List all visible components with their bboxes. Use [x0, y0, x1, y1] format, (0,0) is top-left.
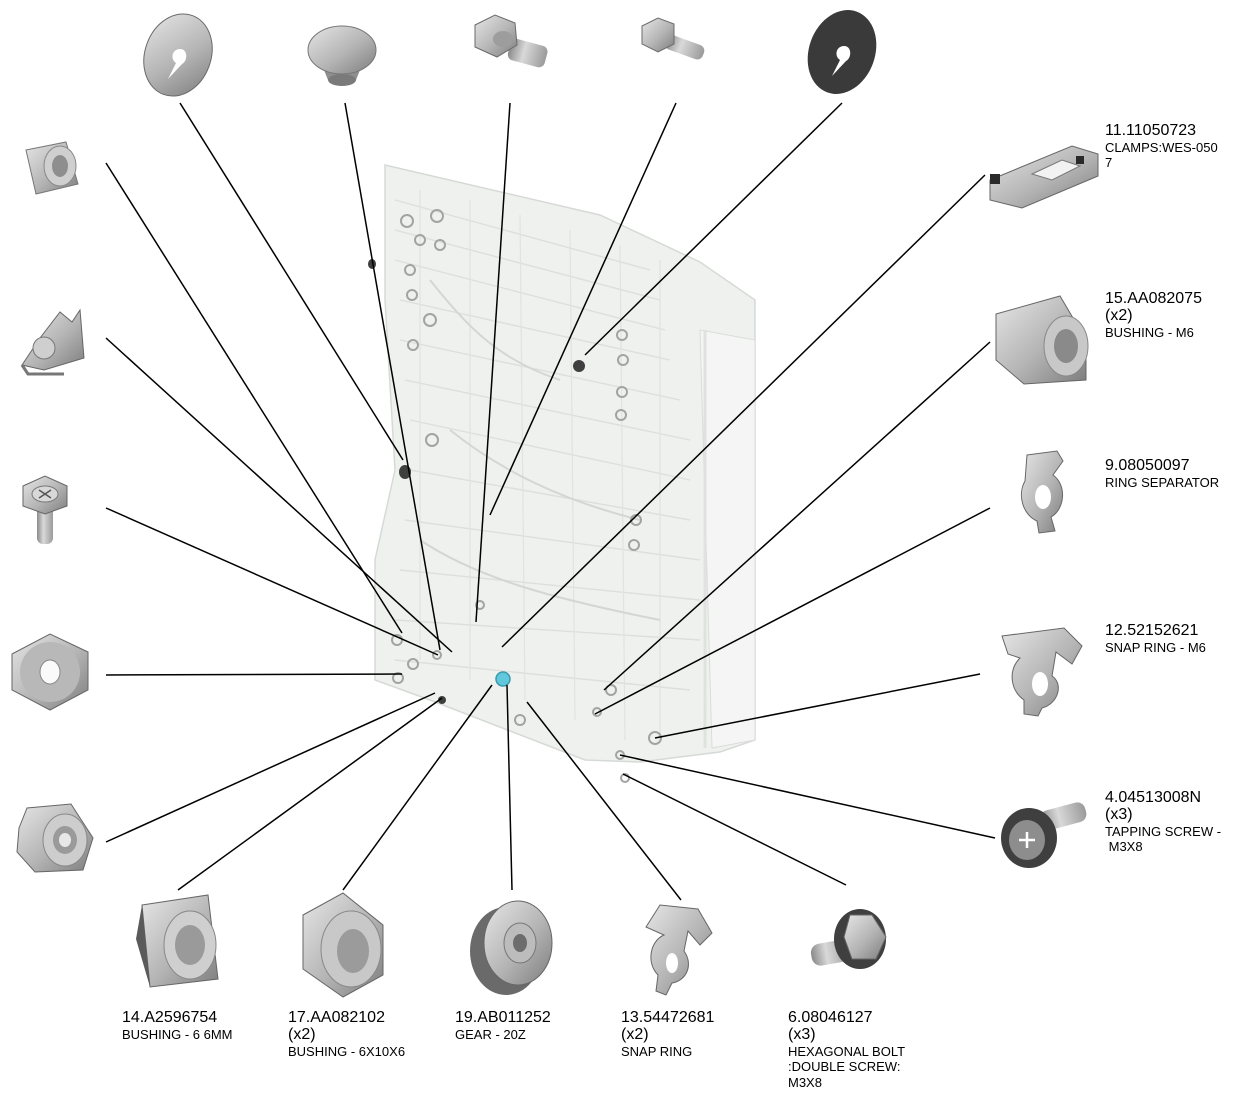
- gear-highlight: [495, 671, 511, 687]
- washer-dark-icon: [807, 10, 877, 94]
- part-number: 13.54472681: [621, 1009, 715, 1026]
- part-quantity: (x2): [621, 1025, 649, 1043]
- leader-lines: [105, 102, 996, 901]
- snap-ring-icon: [1001, 627, 1083, 717]
- gear-icon: [470, 900, 553, 995]
- slotted-bushing-icon: [11, 633, 89, 711]
- bushing-6mm-icon: [136, 894, 219, 988]
- part-number: 4.04513008N: [1105, 789, 1202, 806]
- part-description: BUSHING - 6 6MM: [122, 1026, 233, 1042]
- flanged-bushing-icon: [25, 141, 79, 195]
- part-description: RING SEPARATOR: [1105, 474, 1220, 490]
- washer-light-icon: [143, 13, 213, 97]
- callout-12: 12.52152621 SNAP RING - M6: [1105, 622, 1206, 655]
- bushing-6x10x6-icon: [302, 892, 384, 998]
- callout-13: 13.54472681 (x2) SNAP RING: [621, 1009, 715, 1059]
- part-description: BUSHING - 6X10X6: [288, 1043, 406, 1059]
- callout-6: 6.08046127 (x3) HEXAGONAL BOLT :DOUBLE S…: [788, 1009, 906, 1090]
- part-description: CLAMPS:WES-050 7: [1105, 139, 1218, 171]
- keyed-bushing-icon: [16, 803, 94, 873]
- snap-ring-small-icon: [645, 904, 713, 996]
- hex-bolt-icon: [810, 909, 887, 969]
- part-number: 14.A2596754: [122, 1009, 218, 1026]
- callout-14: 14.A2596754 BUSHING - 6 6MM: [122, 1009, 233, 1042]
- ring-separator-icon: [1021, 450, 1064, 534]
- part-number: 12.52152621: [1105, 622, 1199, 639]
- callout-9: 9.08050097 RING SEPARATOR: [1105, 457, 1220, 490]
- part-description: SNAP RING: [621, 1043, 693, 1059]
- clamp-icon: [989, 145, 1099, 209]
- callout-15: 15.AA082075 (x2) BUSHING - M6: [1105, 290, 1202, 340]
- part-description: TAPPING SCREW - M3X8: [1105, 823, 1222, 855]
- part-quantity: (x3): [788, 1025, 816, 1043]
- part-number: 6.08046127: [788, 1009, 873, 1026]
- part-number: 19.AB011252: [455, 1009, 551, 1026]
- latch-icon: [20, 308, 85, 376]
- part-number: 9.08050097: [1105, 457, 1190, 474]
- part-description: SNAP RING - M6: [1105, 639, 1206, 655]
- part-number: 15.AA082075: [1105, 290, 1202, 307]
- part-quantity: (x3): [1105, 805, 1133, 823]
- callout-4: 4.04513008N (x3) TAPPING SCREW - M3X8: [1105, 789, 1222, 855]
- part-description: BUSHING - M6: [1105, 324, 1194, 340]
- printer-frame-assembly: [368, 164, 756, 783]
- hex-shoulder-screw-icon: [474, 14, 548, 68]
- part-number: 17.AA082102: [288, 1009, 385, 1026]
- cap-icon: [307, 25, 377, 86]
- cross-screw-icon: [22, 475, 68, 544]
- part-number: 11.11050723: [1105, 122, 1197, 139]
- part-description: HEXAGONAL BOLT :DOUBLE SCREW: M3X8: [788, 1043, 906, 1090]
- part-description: GEAR - 20Z: [455, 1026, 526, 1042]
- flange-pin-icon: [641, 17, 705, 60]
- callout-19: 19.AB011252 GEAR - 20Z: [455, 1009, 551, 1042]
- callout-11: 11.11050723 CLAMPS:WES-050 7: [1105, 122, 1218, 171]
- tapping-screw-icon: [1001, 802, 1087, 868]
- bushing-icon: [995, 295, 1089, 385]
- part-quantity: (x2): [288, 1025, 316, 1043]
- part-quantity: (x2): [1105, 306, 1133, 324]
- callout-17: 17.AA082102 (x2) BUSHING - 6X10X6: [288, 1009, 406, 1059]
